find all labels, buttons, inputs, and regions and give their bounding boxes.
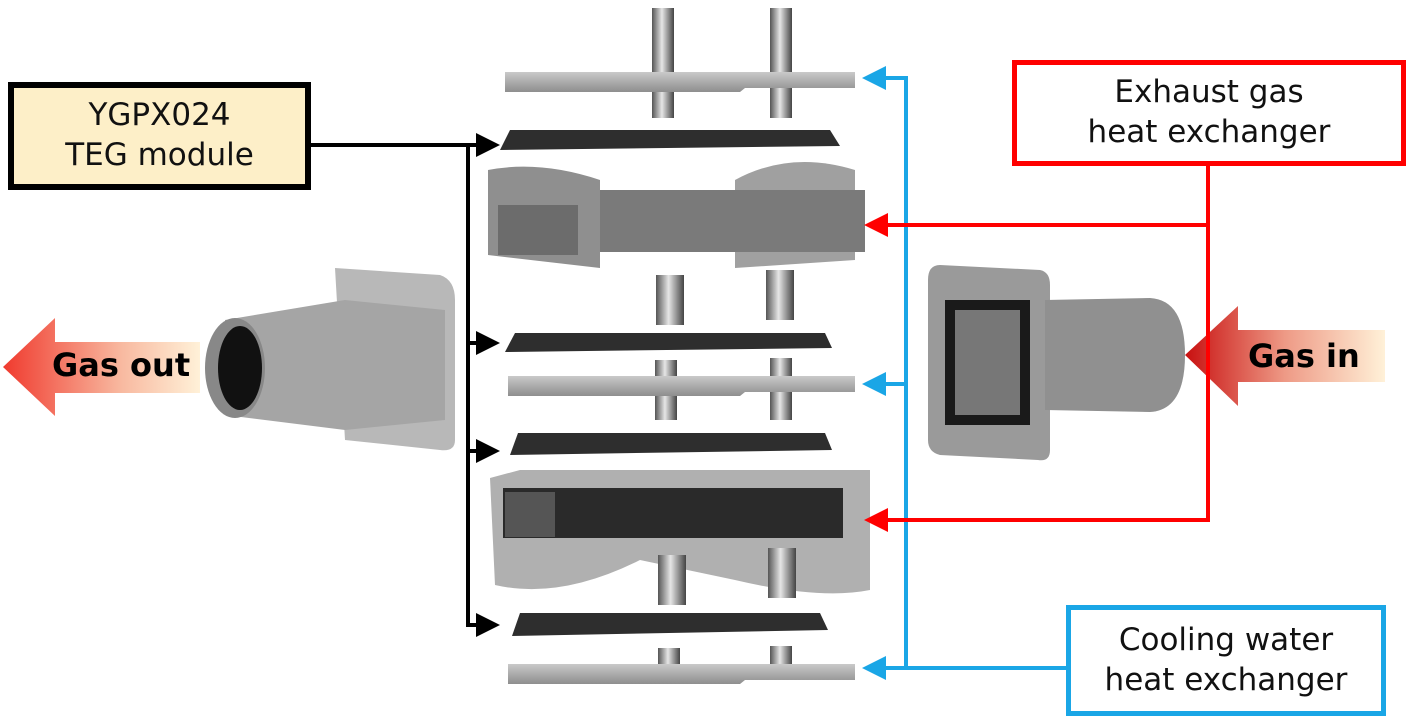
teg-connector-lines (311, 133, 500, 637)
gas-outlet-part (205, 268, 455, 451)
spacer (658, 555, 686, 605)
teg-module-plate-4 (512, 613, 828, 636)
exhaust-hx-label: Exhaust gas heat exchanger (1012, 60, 1406, 166)
spacer (768, 548, 796, 598)
bottom-cooling-plate (508, 646, 855, 684)
cooling-hx-line-1: Cooling water (1118, 621, 1334, 658)
teg-module-plate-3 (510, 433, 832, 455)
exhaust-hx-line-1: Exhaust gas (1114, 74, 1304, 111)
gas-inlet-part (928, 265, 1185, 461)
gas-in-label: Gas in (1248, 337, 1360, 375)
cooling-hx-label: Cooling water heat exchanger (1066, 605, 1386, 716)
cooling-hx-line-2: heat exchanger (1104, 661, 1348, 698)
exhaust-hx-lower (490, 470, 870, 594)
exhaust-hx-upper (488, 162, 865, 268)
top-cooling-plate (505, 8, 855, 118)
spacer (656, 275, 684, 325)
gas-out-arrow (3, 318, 200, 416)
spacer (766, 270, 794, 320)
exhaust-connector-lines (864, 166, 1210, 532)
teg-module-line-2: TEG module (65, 137, 254, 173)
gas-out-label: Gas out (52, 346, 191, 384)
teg-module-plate-1 (500, 130, 840, 150)
teg-module-plate-2 (505, 333, 832, 352)
teg-module-line-1: YGPX024 (88, 97, 231, 134)
middle-cooling-plate (508, 358, 855, 420)
cooling-connector-lines (862, 66, 1066, 680)
teg-module-label: YGPX024 TEG module (8, 82, 311, 190)
exhaust-hx-line-2: heat exchanger (1087, 114, 1331, 150)
gas-in-arrow (1185, 306, 1385, 406)
